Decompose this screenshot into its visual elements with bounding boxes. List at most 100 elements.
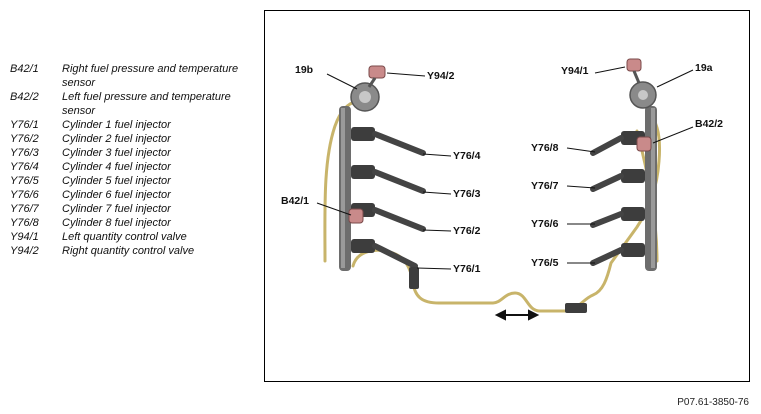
injector-body: [621, 243, 645, 257]
injector-nozzle: [590, 173, 624, 192]
legend-code: B42/1: [10, 63, 39, 75]
leader-y76-8: [566, 147, 596, 153]
legend-row: Y94/2 Right quantity control valve: [10, 244, 250, 258]
legend-desc: Left fuel pressure and temperature senso…: [62, 91, 231, 117]
leader-y76-7: [566, 185, 596, 189]
fuel-system-figure: 19b Y94/2 Y94/1 19a B42/2 B42/1 Y76/4 Y7…: [264, 10, 750, 382]
legend-code: Y76/7: [10, 203, 39, 215]
left-connector: [409, 267, 419, 289]
legend-code: Y94/1: [10, 231, 39, 243]
injector-body: [351, 127, 375, 141]
label-y76-3: Y76/3: [453, 188, 481, 200]
legend-code: Y76/6: [10, 189, 39, 201]
injector-body: [351, 165, 375, 179]
right-rail-highlight: [651, 108, 655, 268]
legend-row: Y76/8 Cylinder 8 fuel injector: [10, 216, 250, 230]
legend-desc: Cylinder 4 fuel injector: [62, 161, 171, 173]
label-y94-1: Y94/1: [561, 65, 589, 77]
valve-stem: [632, 70, 641, 84]
label-y76-2: Y76/2: [453, 225, 481, 237]
injector-nozzle: [590, 135, 624, 156]
legend-code: B42/2: [10, 91, 39, 103]
pump-cap: [638, 90, 648, 100]
legend-row: Y94/1 Left quantity control valve: [10, 230, 250, 244]
legend-desc: Cylinder 6 fuel injector: [62, 189, 171, 201]
quantity-control-valve-y94-1: [626, 58, 642, 72]
fuel-system-diagram: 19b Y94/2 Y94/1 19a B42/2 B42/1 Y76/4 Y7…: [281, 58, 723, 321]
injector-nozzle: [372, 243, 418, 269]
left-fuel-rail: [339, 106, 351, 271]
legend-code: Y76/2: [10, 133, 39, 145]
injector-body: [621, 169, 645, 183]
label-y76-7: Y76/7: [531, 180, 559, 192]
legend-desc: Left quantity control valve: [62, 231, 187, 243]
legend-row: B42/1 Right fuel pressure and temperatur…: [10, 62, 250, 90]
legend-row: B42/2 Left fuel pressure and temperature…: [10, 90, 250, 118]
high-pressure-pump-19b: [350, 65, 386, 112]
legend: B42/1 Right fuel pressure and temperatur…: [10, 62, 250, 258]
injector-y76-1: [351, 239, 418, 269]
injector-y76-3: [351, 165, 426, 194]
pump-cap: [359, 91, 371, 103]
injector-nozzle: [590, 211, 624, 228]
label-y76-1: Y76/1: [453, 263, 481, 275]
legend-row: Y76/5 Cylinder 5 fuel injector: [10, 174, 250, 188]
legend-desc: Right quantity control valve: [62, 245, 195, 257]
label-y76-8: Y76/8: [531, 142, 559, 154]
left-rail-highlight: [341, 108, 345, 268]
legend-code: Y76/5: [10, 175, 39, 187]
leader-y94-2: [386, 72, 426, 77]
left-rail-feed-line: [323, 99, 359, 263]
legend-code: Y94/2: [10, 245, 39, 257]
label-y94-2: Y94/2: [427, 70, 455, 82]
sensor-b42-1: [348, 208, 364, 224]
leader-lines: [316, 66, 694, 270]
pressure-sensor-body: [348, 208, 364, 224]
legend-code: Y76/1: [10, 119, 39, 131]
leader-y76-2: [422, 229, 452, 232]
injector-nozzle: [372, 207, 426, 232]
injector-nozzle: [590, 247, 624, 266]
leader-19a: [656, 69, 694, 88]
injector-body: [621, 207, 645, 221]
legend-row: Y76/4 Cylinder 4 fuel injector: [10, 160, 250, 174]
legend-desc: Cylinder 2 fuel injector: [62, 133, 171, 145]
right-fuel-rail: [645, 106, 657, 271]
legend-desc: Right fuel pressure and temperature sens…: [62, 63, 239, 89]
legend-row: Y76/6 Cylinder 6 fuel injector: [10, 188, 250, 202]
figure-reference: P07.61-3850-76: [677, 397, 749, 408]
quantity-control-valve-y94-2: [368, 65, 386, 79]
label-b42-1: B42/1: [281, 195, 309, 207]
label-19b: 19b: [295, 64, 313, 76]
injector-y76-4: [351, 127, 426, 156]
double-arrow-icon: [494, 309, 540, 321]
left-injectors: [351, 127, 426, 269]
right-injectors: [590, 131, 645, 266]
legend-row: Y76/7 Cylinder 7 fuel injector: [10, 202, 250, 216]
leader-19b: [326, 73, 358, 90]
legend-code: Y76/8: [10, 217, 39, 229]
pressure-sensor-body: [636, 136, 652, 152]
bottom-connector: [409, 267, 587, 313]
legend-desc: Cylinder 7 fuel injector: [62, 203, 171, 215]
legend-row: Y76/3 Cylinder 3 fuel injector: [10, 146, 250, 160]
label-y76-6: Y76/6: [531, 218, 559, 230]
leader-y76-3: [422, 191, 452, 195]
injector-y76-7: [590, 169, 645, 192]
right-connector: [565, 303, 587, 313]
legend-desc: Cylinder 1 fuel injector: [62, 119, 171, 131]
injector-y76-5: [590, 243, 645, 266]
legend-desc: Cylinder 3 fuel injector: [62, 147, 171, 159]
label-y76-5: Y76/5: [531, 257, 559, 269]
high-pressure-pump-19a: [626, 58, 657, 109]
arrow-head-right: [528, 309, 540, 321]
injector-body: [351, 239, 375, 253]
label-y76-4: Y76/4: [453, 150, 481, 162]
legend-row: Y76/2 Cylinder 2 fuel injector: [10, 132, 250, 146]
arrow-head-left: [494, 309, 506, 321]
legend-desc: Cylinder 8 fuel injector: [62, 217, 171, 229]
legend-desc: Cylinder 5 fuel injector: [62, 175, 171, 187]
sensor-b42-2: [636, 136, 652, 152]
legend-code: Y76/4: [10, 161, 39, 173]
leader-y76-1: [416, 267, 452, 270]
